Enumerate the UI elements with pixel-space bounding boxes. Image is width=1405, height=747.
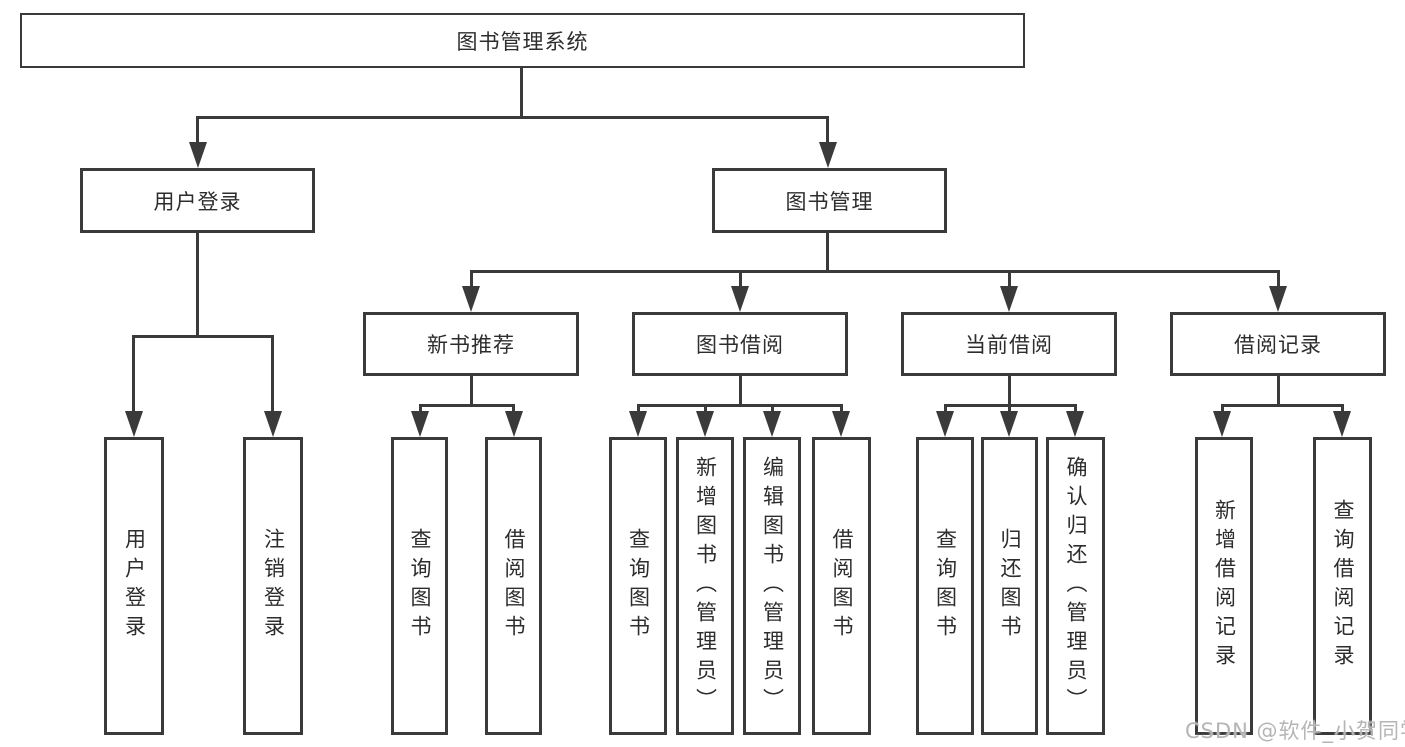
csdn-watermark: CSDN @软件_小贺同学 [1185,719,1405,743]
node-borrow-records: 借阅记录 [1170,312,1386,376]
leaf-current-return-books-label: 归还图书 [998,528,1022,644]
leaf-current-confirm-return-admin-label: 确认归还（管理员） [1064,455,1088,717]
leaf-records-add-record-label: 新增借阅记录 [1212,499,1237,673]
connector-line [1008,404,1011,413]
leaf-borrow-query-books: 查询图书 [609,437,667,735]
connector-line [1221,404,1224,413]
connector-line [520,68,523,119]
arrow-down-icon [1213,411,1231,437]
arrow-down-icon [189,142,207,168]
leaf-borrow-add-books-admin: 新增图书（管理员） [676,437,734,735]
connector-line [944,404,947,413]
connector-line [419,404,422,413]
node-current-borrow-label: 当前借阅 [965,333,1053,357]
connector-line [271,335,274,415]
arrow-down-icon [505,411,523,437]
arrow-down-icon [1000,286,1018,312]
connector-line [419,404,515,407]
arrow-down-icon [629,411,647,437]
connector-line [771,404,774,413]
arrow-down-icon [819,142,837,168]
leaf-borrow-edit-books-admin-label: 编辑图书（管理员） [760,455,785,717]
arrow-down-icon [1269,286,1287,312]
arrow-down-icon [264,411,282,437]
leaf-user-login: 用户登录 [104,437,164,735]
arrow-down-icon [1000,411,1018,437]
leaf-borrow-borrow-books: 借阅图书 [812,437,871,735]
leaf-borrow-edit-books-admin: 编辑图书（管理员） [743,437,801,735]
connector-line [739,376,742,406]
node-book-management: 图书管理 [712,168,947,233]
leaf-current-return-books: 归还图书 [981,437,1038,735]
connector-line [637,404,843,407]
leaf-current-query-books-label: 查询图书 [933,528,958,644]
node-book-borrow: 图书借阅 [632,312,848,376]
arrow-down-icon [1066,411,1084,437]
connector-line [196,116,199,146]
node-new-book-recommend: 新书推荐 [363,312,579,376]
connector-line [826,233,829,273]
leaf-logout: 注销登录 [243,437,303,735]
arrow-down-icon [696,411,714,437]
arrow-down-icon [411,411,429,437]
arrow-down-icon [1333,411,1351,437]
connector-line [1341,404,1344,413]
connector-line [704,404,707,413]
connector-line [512,404,515,413]
arrow-down-icon [936,411,954,437]
arrow-down-icon [832,411,850,437]
connector-line [826,116,829,146]
connector-line [1074,404,1077,413]
connector-line [637,404,640,413]
leaf-newbook-borrow-books: 借阅图书 [485,437,542,735]
leaf-current-confirm-return-admin: 确认归还（管理员） [1046,437,1105,735]
leaf-current-query-books: 查询图书 [916,437,974,735]
leaf-newbook-query-books-label: 查询图书 [408,528,432,644]
leaf-borrow-borrow-books-label: 借阅图书 [830,528,854,644]
leaf-records-query-record: 查询借阅记录 [1313,437,1372,735]
connector-line [196,233,199,337]
leaf-newbook-borrow-books-label: 借阅图书 [502,528,526,644]
connector-line [1008,270,1011,288]
connector-line [1277,376,1280,406]
connector-line [470,270,1280,273]
connector-line [132,335,274,338]
connector-line [196,116,829,119]
connector-line [1221,404,1344,407]
node-library-system-label: 图书管理系统 [456,29,589,54]
node-current-borrow: 当前借阅 [901,312,1117,376]
node-book-management-label: 图书管理 [785,189,874,214]
node-new-book-recommend-label: 新书推荐 [427,333,515,357]
leaf-newbook-query-books: 查询图书 [391,437,448,735]
arrow-down-icon [763,411,781,437]
connector-line [1277,270,1280,288]
node-borrow-records-label: 借阅记录 [1234,333,1322,357]
leaf-borrow-add-books-admin-label: 新增图书（管理员） [693,455,718,717]
arrow-down-icon [462,286,480,312]
connector-line [840,404,843,413]
leaf-user-login-label: 用户登录 [122,528,147,644]
connector-line [470,376,473,406]
leaf-records-query-record-label: 查询借阅记录 [1331,499,1355,673]
leaf-logout-label: 注销登录 [261,528,286,644]
arrow-down-icon [731,286,749,312]
node-user-login: 用户登录 [80,168,315,233]
leaf-borrow-query-books-label: 查询图书 [626,528,651,644]
arrow-down-icon [125,411,143,437]
connector-line [739,270,742,288]
node-library-system: 图书管理系统 [20,13,1025,68]
leaf-records-add-record: 新增借阅记录 [1195,437,1253,735]
connector-line [1008,376,1011,406]
node-user-login-label: 用户登录 [153,189,242,214]
node-book-borrow-label: 图书借阅 [696,333,784,357]
connector-line [470,270,473,288]
connector-line [132,335,135,415]
